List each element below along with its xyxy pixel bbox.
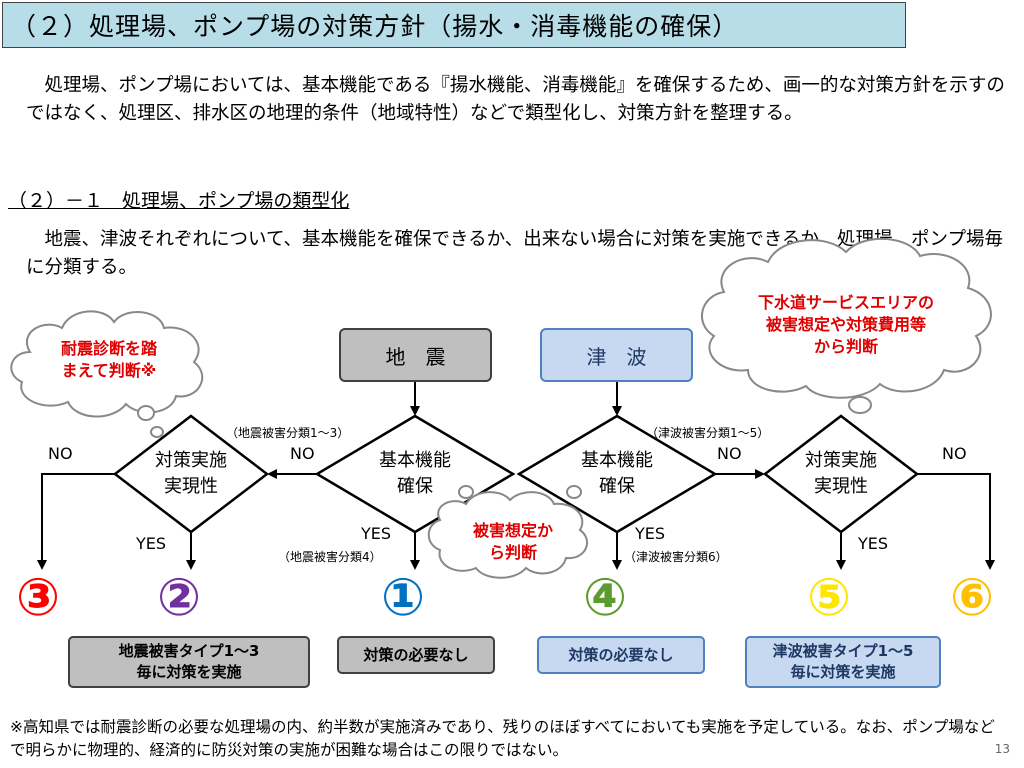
intro-paragraph: 処理場、ポンプ場においては、基本機能である『揚水機能、消毒機能』を確保するため、… bbox=[26, 75, 1005, 124]
cloud-right-line3: から判断 bbox=[813, 337, 878, 356]
result-tsunami-none-label: 対策の必要なし bbox=[568, 645, 674, 664]
category-3: ③ bbox=[16, 568, 61, 628]
category-5: ⑤ bbox=[807, 568, 852, 628]
label-no-quake-left: NO bbox=[48, 444, 73, 463]
result-tsunami-type-line1: 津波被害タイプ1～5 bbox=[772, 642, 914, 660]
cloud-left-line1: 耐震診断を踏 bbox=[60, 339, 157, 358]
cloud-center-text: 被害想定か ら判断 bbox=[446, 520, 580, 564]
feas-line2: 実現性 bbox=[814, 476, 868, 497]
cloud-center-line1: 被害想定か bbox=[472, 521, 553, 540]
start-earthquake-label: 地 震 bbox=[385, 344, 446, 369]
label-yes-tsunami-feas: YES bbox=[858, 534, 889, 553]
result-tsunami-type-line2: 毎に対策を実施 bbox=[790, 663, 896, 681]
start-tsunami-label: 津 波 bbox=[586, 344, 647, 369]
label-tsunami-class-1-5: （津波被害分類1～5） bbox=[646, 426, 770, 440]
footnote: ※高知県では耐震診断の必要な処理場の内、約半数が実施済みであり、残りのほぼすべて… bbox=[10, 718, 995, 759]
page-number: 13 bbox=[994, 742, 1010, 756]
label-no-tsunami-basic: NO bbox=[717, 444, 742, 463]
result-quake-none-label: 対策の必要なし bbox=[363, 645, 469, 664]
arrow-to-6 bbox=[917, 473, 995, 570]
cloud-left-line2: まえて判断※ bbox=[61, 361, 157, 380]
basic-line1: 基本機能 bbox=[581, 450, 653, 471]
category-2: ② bbox=[157, 568, 202, 628]
label-yes-quake-basic: YES bbox=[361, 524, 392, 543]
arrow-to-3 bbox=[37, 473, 115, 570]
category-1: ① bbox=[381, 568, 426, 628]
page-title-text: （２）処理場、ポンプ場の対策方針（揚水・消毒機能の確保） bbox=[11, 12, 739, 41]
basic-line1: 基本機能 bbox=[379, 450, 451, 471]
result-quake-none: 対策の必要なし bbox=[337, 636, 495, 674]
label-yes-tsunami-basic: YES bbox=[635, 524, 666, 543]
cloud-right-line1: 下水道サービスエリアの bbox=[757, 293, 934, 312]
category-6: ⑥ bbox=[950, 568, 995, 628]
feas-line2: 実現性 bbox=[164, 476, 218, 497]
cloud-right bbox=[701, 238, 992, 414]
basic-line2: 確保 bbox=[397, 476, 433, 497]
basic-line2: 確保 bbox=[599, 476, 635, 497]
result-quake-type-line2: 毎に対策を実施 bbox=[136, 663, 242, 681]
diamond-tsunami-feasibility-label: 対策実施 実現性 bbox=[791, 448, 891, 500]
cloud-center bbox=[427, 485, 588, 579]
category-4: ④ bbox=[583, 568, 628, 628]
feas-line1: 対策実施 bbox=[805, 450, 877, 471]
start-earthquake: 地 震 bbox=[339, 328, 492, 382]
start-tsunami: 津 波 bbox=[540, 328, 693, 382]
cloud-right-line2: 被害想定や対策費用等 bbox=[765, 315, 926, 334]
cloud-left bbox=[10, 310, 204, 438]
result-tsunami-none: 対策の必要なし bbox=[537, 636, 705, 674]
label-no-tsunami-right: NO bbox=[942, 444, 967, 463]
feas-line1: 対策実施 bbox=[155, 450, 227, 471]
label-yes-quake-feas: YES bbox=[136, 534, 167, 553]
diamond-quake-basic-label: 基本機能 確保 bbox=[365, 448, 465, 500]
label-quake-class-4: （地震被害分類4） bbox=[278, 550, 382, 564]
result-quake-type-line1: 地震被害タイプ1～3 bbox=[118, 642, 260, 660]
label-no-quake-basic: NO bbox=[290, 444, 315, 463]
cloud-center-line2: ら判断 bbox=[488, 543, 537, 562]
diamond-tsunami-basic-label: 基本機能 確保 bbox=[567, 448, 667, 500]
cloud-left-text: 耐震診断を踏 まえて判断※ bbox=[24, 338, 194, 382]
subheading: （２）－１ 処理場、ポンプ場の類型化 bbox=[8, 190, 350, 212]
result-quake-type: 地震被害タイプ1～3 毎に対策を実施 bbox=[68, 636, 310, 688]
label-tsunami-class-6: （津波被害分類6） bbox=[624, 550, 728, 564]
result-tsunami-type: 津波被害タイプ1～5 毎に対策を実施 bbox=[745, 636, 941, 688]
sub-paragraph: 地震、津波それぞれについて、基本機能を確保できるか、出来ない場合に対策を実施でき… bbox=[26, 229, 1003, 278]
page-title: （２）処理場、ポンプ場の対策方針（揚水・消毒機能の確保） bbox=[2, 2, 906, 48]
cloud-right-text: 下水道サービスエリアの 被害想定や対策費用等 から判断 bbox=[718, 292, 974, 358]
label-quake-class-1-3: （地震被害分類1～3） bbox=[226, 426, 350, 440]
diamond-quake-feasibility-label: 対策実施 実現性 bbox=[141, 448, 241, 500]
